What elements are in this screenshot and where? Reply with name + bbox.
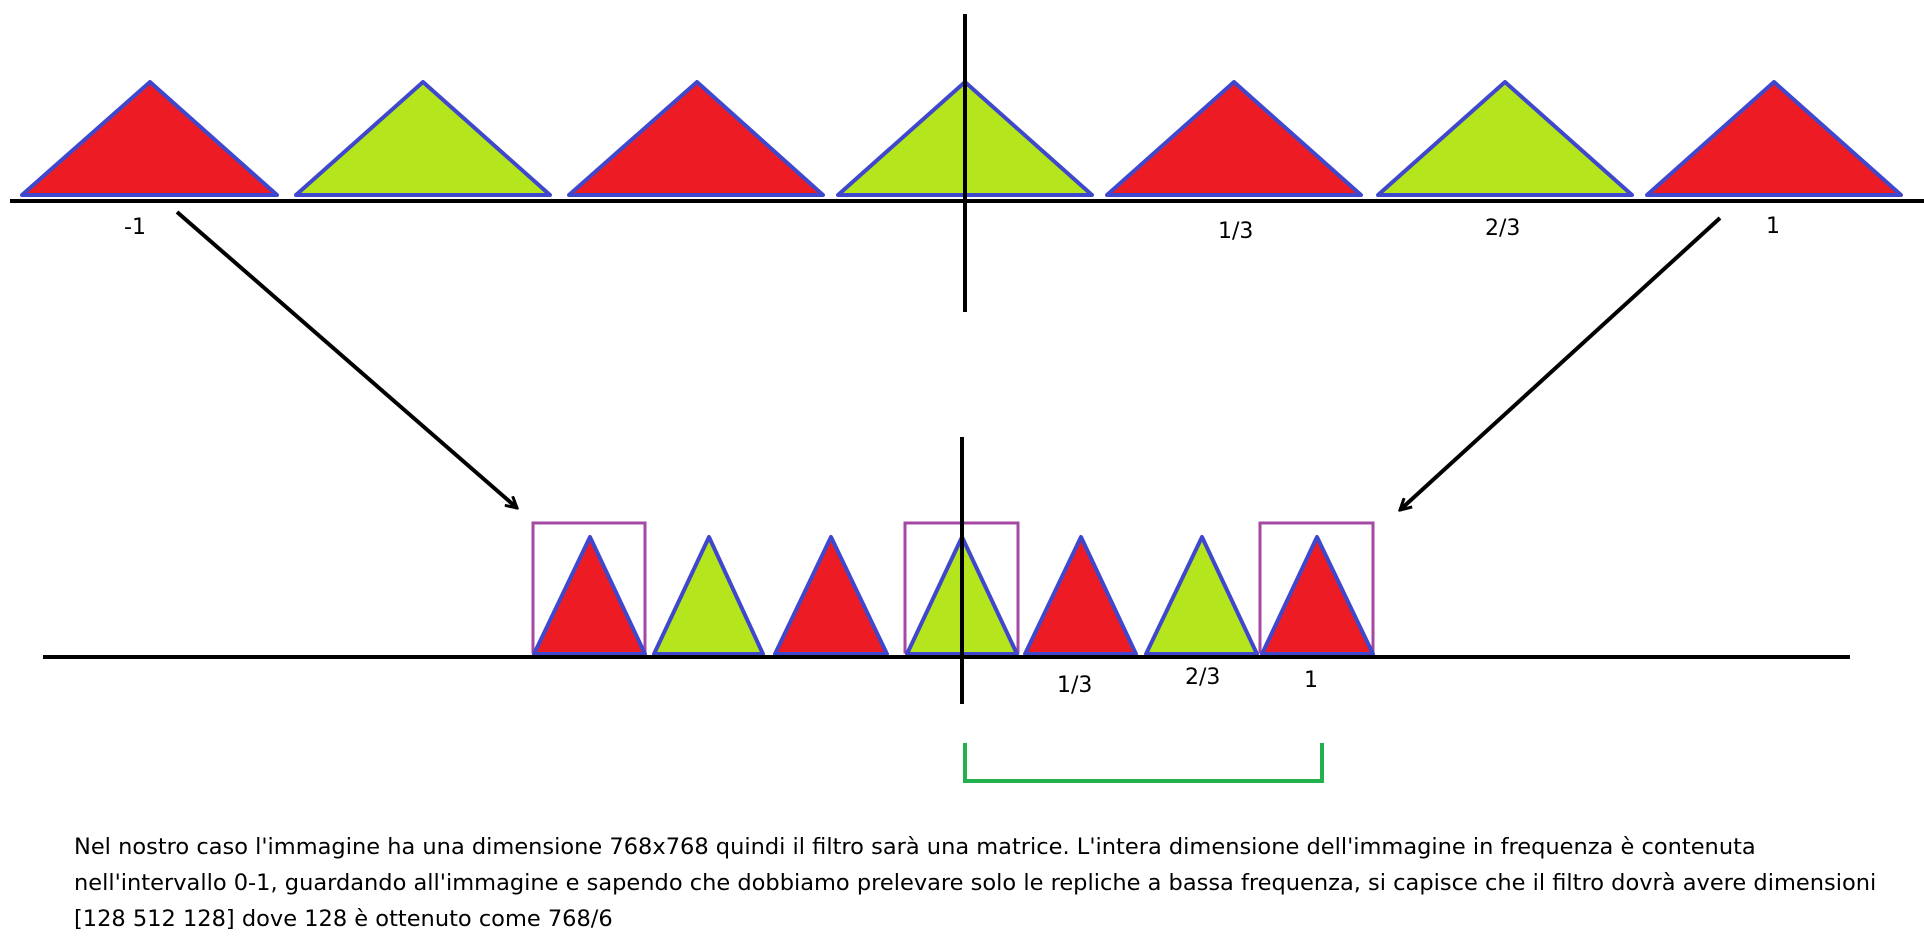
left-arrow bbox=[175, 210, 517, 508]
filter-range-bracket bbox=[963, 743, 1324, 783]
bottom-replica-5 bbox=[1144, 535, 1259, 656]
top-replica-4 bbox=[1105, 80, 1363, 197]
top-replica-5 bbox=[1376, 80, 1634, 197]
top-replica-0 bbox=[20, 80, 279, 197]
explanation-text: Nel nostro caso l'immagine ha una dimens… bbox=[74, 834, 1877, 932]
top-label-1-3: 1/3 bbox=[1218, 219, 1253, 244]
top-replicas bbox=[20, 80, 1903, 197]
bottom-replica-2 bbox=[773, 535, 889, 656]
bottom-label-1-3: 1/3 bbox=[1057, 673, 1092, 698]
top-replica-2 bbox=[567, 80, 825, 197]
top-label-1: 1 bbox=[1766, 214, 1780, 239]
bottom-replica-1 bbox=[652, 535, 765, 656]
bottom-replica-4 bbox=[1023, 535, 1138, 656]
right-arrow bbox=[1400, 216, 1722, 510]
bottom-label-1: 1 bbox=[1304, 668, 1318, 693]
top-label-2-3: 2/3 bbox=[1485, 216, 1520, 241]
top-replica-6 bbox=[1645, 80, 1903, 197]
top-replica-1 bbox=[294, 80, 552, 197]
bottom-replica-0 bbox=[532, 535, 647, 656]
bottom-label-2-3: 2/3 bbox=[1185, 665, 1220, 690]
bottom-replica-6 bbox=[1260, 535, 1375, 656]
bottom-replicas bbox=[532, 535, 1375, 656]
top-label-minus-1: -1 bbox=[124, 215, 146, 240]
